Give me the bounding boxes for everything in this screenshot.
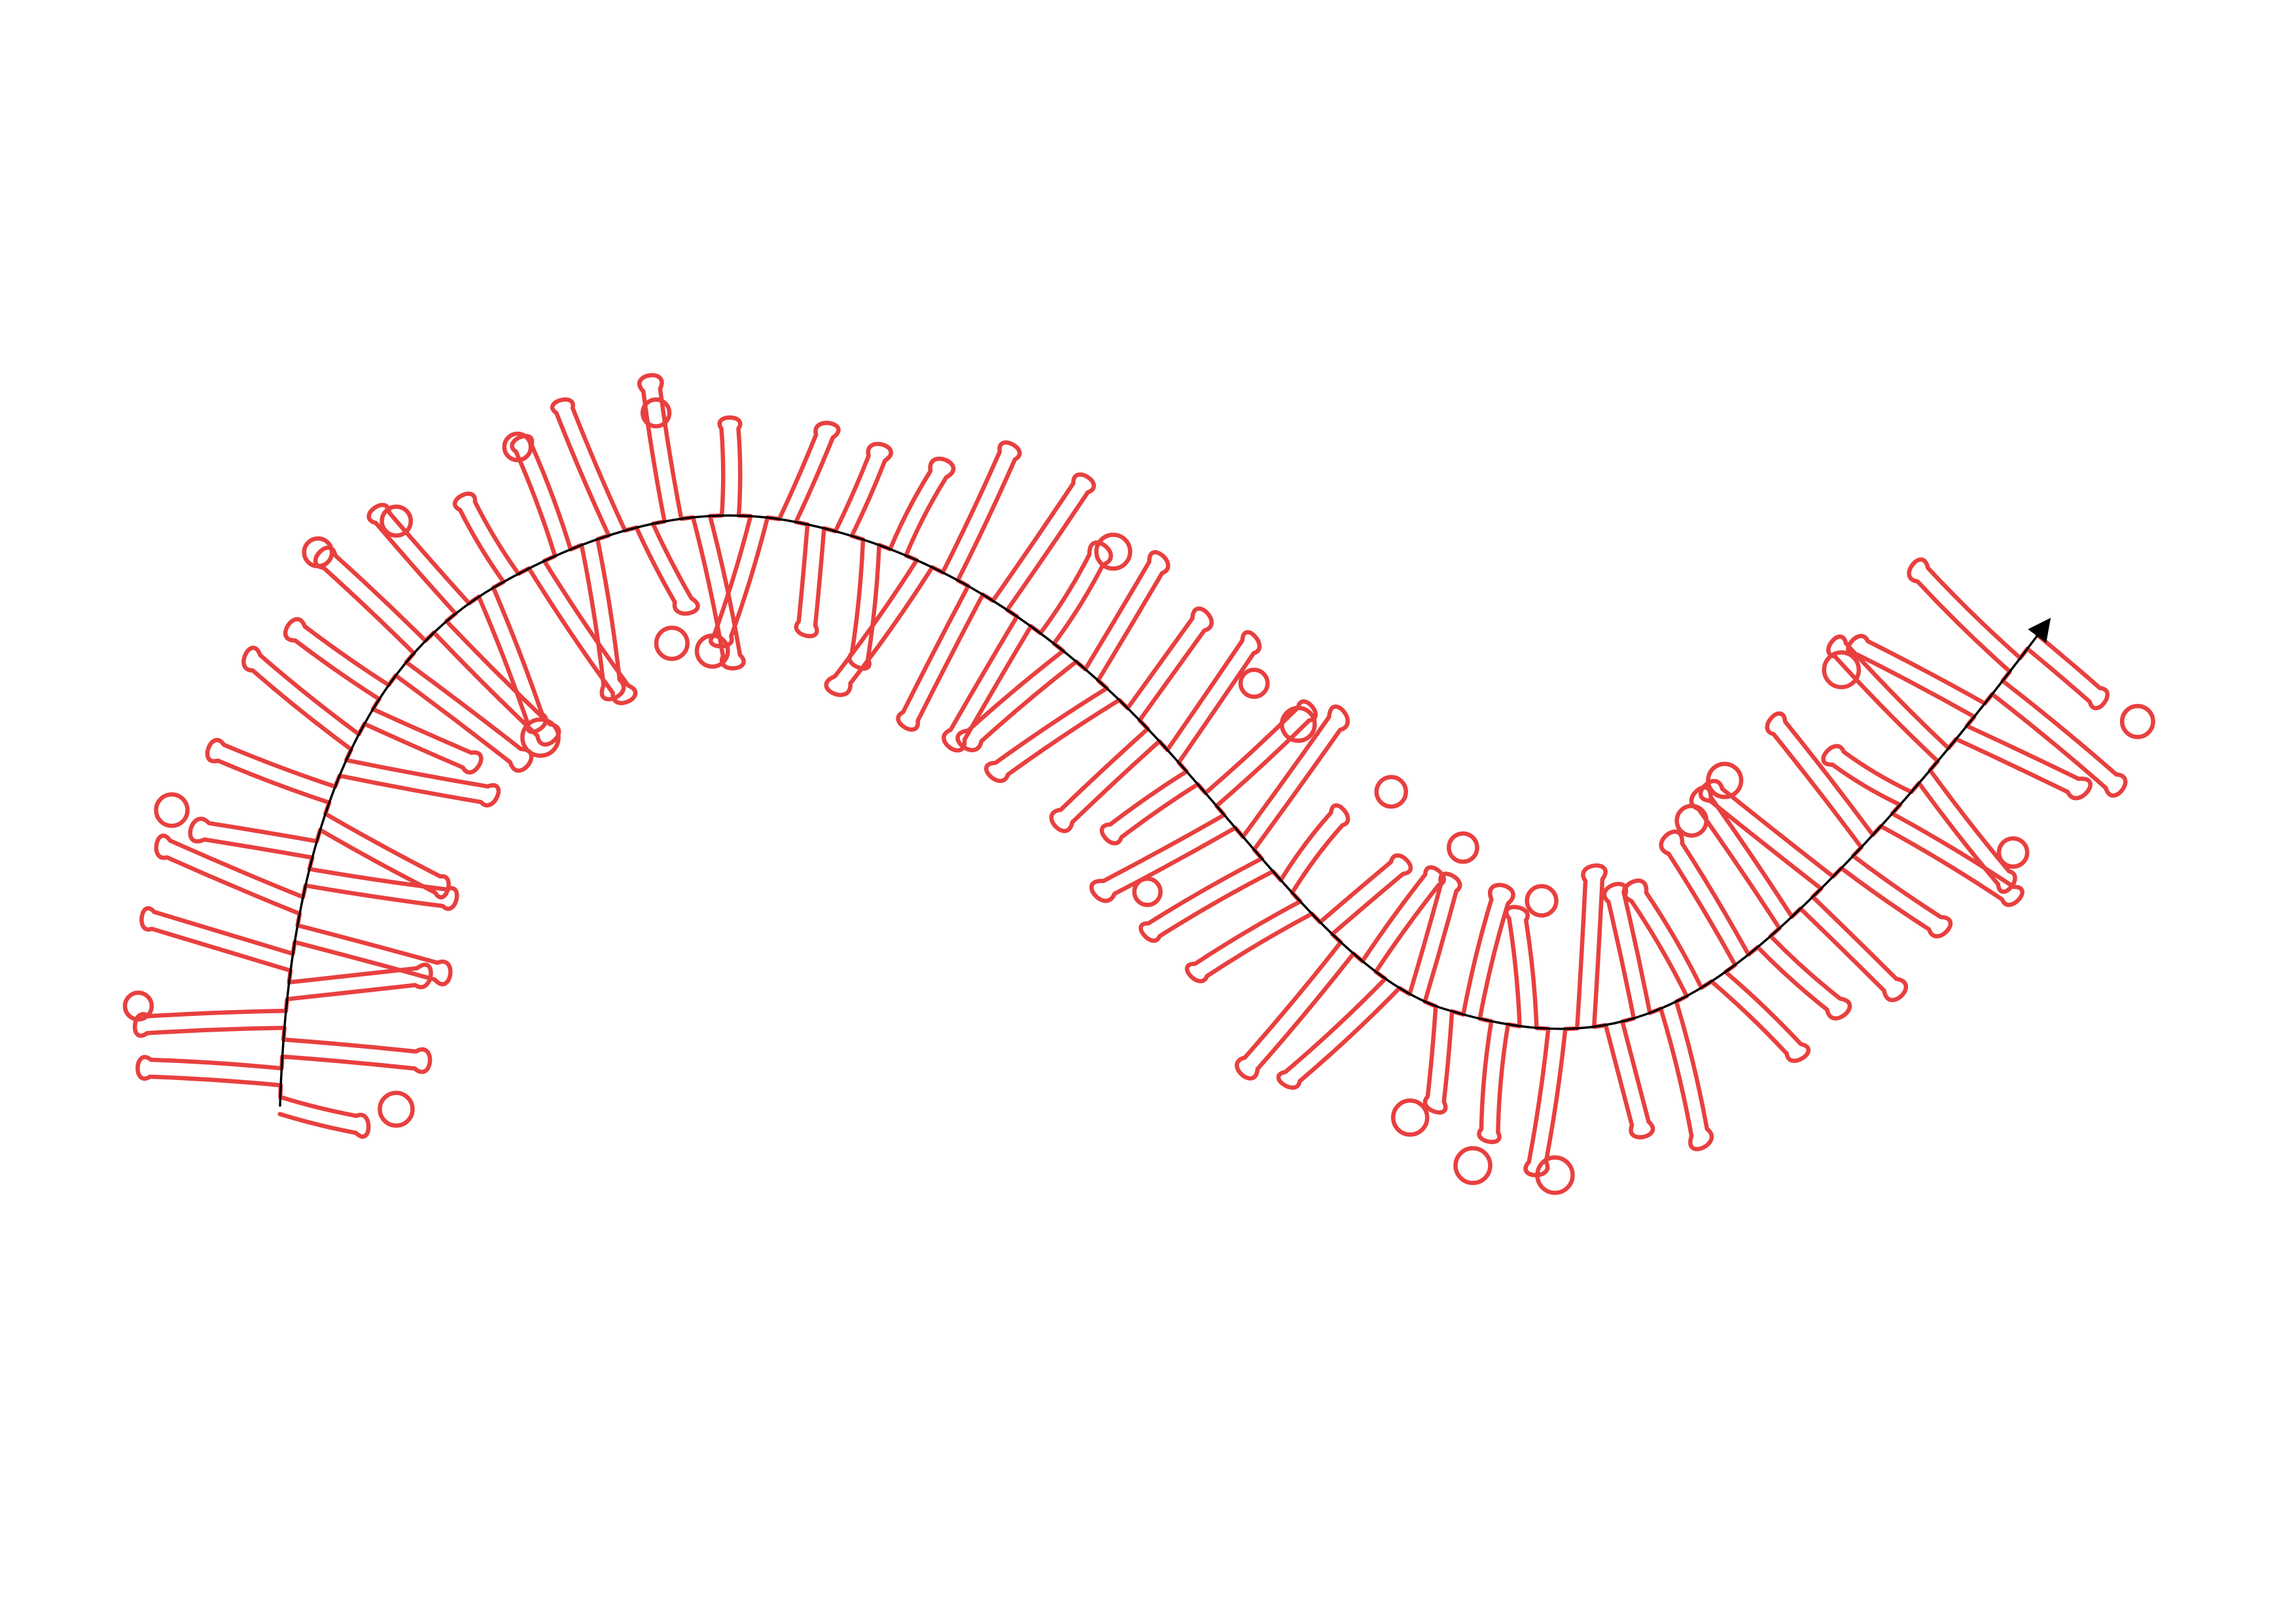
guide-curve	[279, 514, 2051, 1107]
loop-bulb	[1279, 705, 1317, 743]
loop-bulb	[1822, 650, 1862, 689]
loop-bulb	[1447, 831, 1479, 864]
loop-bulb	[380, 504, 414, 538]
loop-bulb	[1674, 803, 1709, 838]
loop-bulb	[1996, 836, 2030, 869]
loop-bulb	[502, 431, 533, 462]
loop-bulb	[378, 1091, 415, 1128]
loop-bulb	[154, 792, 190, 828]
loop-bulb	[1453, 1146, 1492, 1185]
loop-bulb	[1535, 1155, 1575, 1195]
red-meander-line	[132, 373, 2128, 1178]
loop-bulb	[520, 717, 561, 758]
loop-bulb	[1525, 884, 1559, 918]
loop-bulb	[1390, 1098, 1430, 1137]
loop-bulb	[1132, 877, 1163, 907]
loop-bulb	[122, 990, 154, 1022]
loop-bulb	[640, 397, 672, 428]
loop-bulb	[2119, 703, 2155, 739]
loop-bulb	[654, 625, 690, 661]
loop-bulb	[1374, 775, 1408, 809]
loop-bulb	[1706, 761, 1744, 799]
loop-bulb	[1094, 532, 1133, 571]
loop-bulb	[302, 536, 334, 568]
red-meander-pattern	[122, 373, 2155, 1195]
loop-bulb	[1238, 667, 1270, 699]
loop-bulb	[694, 633, 730, 669]
